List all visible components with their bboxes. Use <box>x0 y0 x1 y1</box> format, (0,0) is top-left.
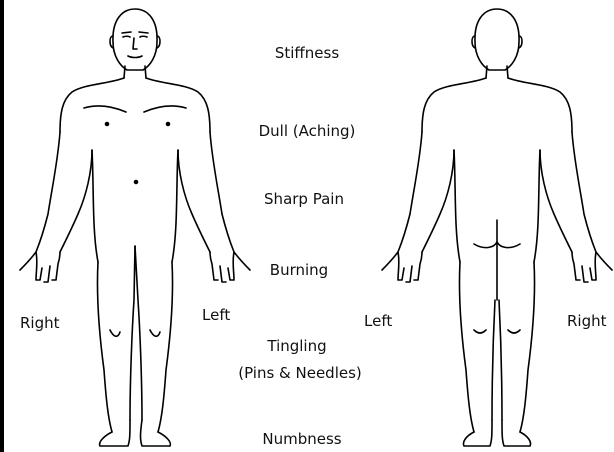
back-right-side-label: Right <box>567 312 607 330</box>
symptom-label-dull-aching: Dull (Aching) <box>259 122 356 140</box>
symptom-label-tingling: Tingling <box>267 337 326 355</box>
symptom-label-stiffness: Stiffness <box>275 44 339 62</box>
front-right-side-label: Right <box>20 314 60 332</box>
symptom-label-sharp-pain: Sharp Pain <box>264 190 344 208</box>
front-left-side-label: Left <box>202 306 230 324</box>
symptom-label-pins-needles: (Pins & Needles) <box>238 364 362 382</box>
symptom-label-burning: Burning <box>270 261 328 279</box>
back-body-outline <box>382 9 612 446</box>
symptom-label-numbness: Numbness <box>262 430 341 448</box>
back-left-side-label: Left <box>364 312 392 330</box>
